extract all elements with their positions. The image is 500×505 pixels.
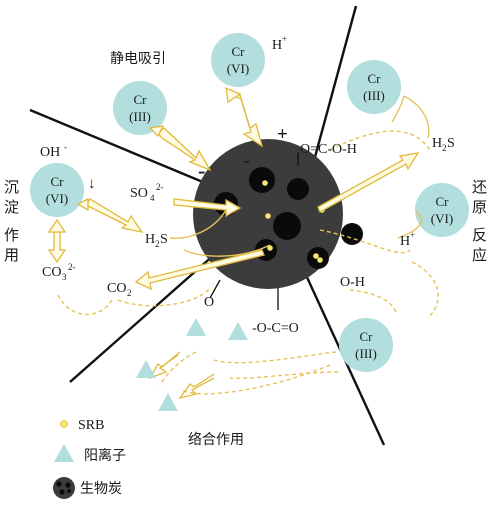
h2s-right-label: H 2 S xyxy=(432,136,455,153)
svg-text:SO: SO xyxy=(130,186,148,201)
oxygen-bottom-label: O xyxy=(204,295,214,310)
svg-text:S: S xyxy=(447,136,455,151)
co3-label: CO 3 2- xyxy=(42,262,76,282)
functional-group-bonds xyxy=(209,152,299,310)
svg-text:H: H xyxy=(400,234,410,249)
legend-srb: SRB xyxy=(60,418,104,433)
so4-label: SO 4 2- xyxy=(130,182,164,203)
svg-text:阳离子: 阳离子 xyxy=(84,447,126,464)
svg-text:Cr: Cr xyxy=(368,71,382,86)
svg-text:+: + xyxy=(282,34,287,44)
svg-text:原: 原 xyxy=(472,198,487,216)
ion-left-crvi: Cr (VI) xyxy=(30,163,84,217)
legend: SRB 阳离子 生物炭 xyxy=(53,418,126,499)
ion-upper-right-criii: Cr (III) xyxy=(347,60,401,114)
svg-text:(III): (III) xyxy=(129,109,151,124)
ion-right-crvi: Cr (VI) xyxy=(415,183,469,237)
svg-text:2: 2 xyxy=(442,143,447,153)
arrow-biochar-to-co2 xyxy=(134,249,265,291)
svg-text:应: 应 xyxy=(472,246,487,264)
ion-upper-left-criii: Cr (III) xyxy=(113,81,167,135)
h-plus-right-label: H + xyxy=(400,230,415,249)
svg-text:(III): (III) xyxy=(355,346,377,361)
ion-top-crvi: Cr (VI) xyxy=(211,33,265,87)
h-plus-top-label: H + xyxy=(272,34,287,53)
positive-charge-symbol: + xyxy=(277,124,288,145)
electrostatic-label: 静电吸引 xyxy=(110,51,166,67)
svg-text:2-: 2- xyxy=(156,182,164,192)
co2-label: CO 2 xyxy=(107,281,132,298)
legend-biochar: 生物炭 xyxy=(53,477,122,499)
svg-text:3: 3 xyxy=(62,272,67,282)
svg-text:(VI): (VI) xyxy=(227,61,249,76)
arrow-so4-to-biochar xyxy=(173,198,242,218)
negative-charge-top: - xyxy=(244,150,250,170)
svg-text:(III): (III) xyxy=(363,88,385,103)
reduction-label: 还 原 反 应 xyxy=(472,178,487,264)
svg-text:-: - xyxy=(64,142,67,152)
svg-text:2: 2 xyxy=(155,239,160,249)
svg-text:OH: OH xyxy=(40,145,60,160)
svg-text:SRB: SRB xyxy=(78,418,104,433)
double-arrow-top xyxy=(225,86,264,148)
svg-text:2: 2 xyxy=(127,288,132,298)
svg-text:Cr: Cr xyxy=(134,92,148,107)
ester-group-label: -O-C=O xyxy=(252,321,299,336)
svg-text:H: H xyxy=(432,136,442,151)
svg-text:生物炭: 生物炭 xyxy=(80,481,122,497)
svg-text:CO: CO xyxy=(107,281,126,296)
svg-text:反: 反 xyxy=(472,226,487,244)
ion-lower-right-criii: Cr (III) xyxy=(339,318,393,372)
arrow-biochar-to-h2s-right xyxy=(317,152,420,213)
double-arrow-left-vertical xyxy=(47,218,67,264)
hydroxyl-group-label: O-H xyxy=(340,275,365,290)
svg-text:用: 用 xyxy=(4,246,19,264)
double-arrow-left xyxy=(76,197,144,233)
svg-text:Cr: Cr xyxy=(436,194,450,209)
svg-text:还: 还 xyxy=(472,178,487,196)
negative-charge-left: - xyxy=(198,158,205,183)
svg-text:Cr: Cr xyxy=(51,174,65,189)
svg-text:Cr: Cr xyxy=(360,329,374,344)
carboxyl-group-label: O=C-O-H xyxy=(300,142,357,157)
reaction-flow-curves xyxy=(57,95,439,395)
svg-text:2-: 2- xyxy=(68,262,76,272)
svg-text:H: H xyxy=(272,38,282,53)
precipitation-label: 沉 淀 作 用 xyxy=(4,178,19,264)
legend-cation: 阳离子 xyxy=(54,444,126,464)
svg-text:(VI): (VI) xyxy=(46,191,68,206)
svg-text:S: S xyxy=(160,232,168,247)
svg-text:淀: 淀 xyxy=(4,198,19,216)
svg-text:作: 作 xyxy=(4,226,19,244)
svg-text:沉: 沉 xyxy=(4,178,19,196)
svg-text:4: 4 xyxy=(150,193,155,203)
svg-text:CO: CO xyxy=(42,265,61,280)
svg-text:(VI): (VI) xyxy=(431,211,453,226)
cation-triangles xyxy=(136,318,248,411)
oh-minus-label: OH - xyxy=(40,142,67,160)
complexation-label: 络合作用 xyxy=(188,432,244,448)
svg-text:Cr: Cr xyxy=(232,44,246,59)
complexation-arrows xyxy=(148,351,215,400)
svg-text:H: H xyxy=(145,232,155,247)
svg-text:+: + xyxy=(410,230,415,240)
precipitation-down-arrow: ↓ xyxy=(88,176,96,192)
double-arrow-upper-left xyxy=(148,125,212,172)
h2s-left-label: H 2 S xyxy=(145,232,168,249)
